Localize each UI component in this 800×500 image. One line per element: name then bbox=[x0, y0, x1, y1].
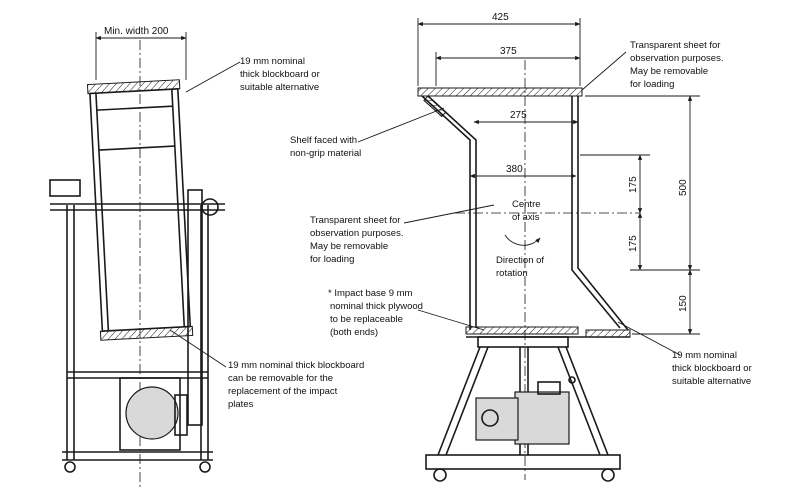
gear-motor bbox=[514, 391, 570, 445]
stand-leg-left bbox=[437, 346, 481, 456]
impact-base bbox=[465, 326, 579, 335]
dim-375: 375 bbox=[500, 46, 517, 57]
shelf bbox=[423, 95, 447, 118]
motor bbox=[125, 386, 179, 440]
transparent-top-note: Transparent sheet for observation purpos… bbox=[630, 40, 726, 90]
bottom-blockboard-note: 19 mm nominal thick blockboard can be re… bbox=[228, 360, 367, 410]
bearing-block bbox=[49, 179, 81, 197]
top-board bbox=[417, 87, 583, 97]
wheel bbox=[64, 461, 76, 473]
top-blockboard-note: 19 mm nominal thick blockboard or suitab… bbox=[240, 56, 322, 93]
bottom-right-board bbox=[585, 329, 631, 338]
bottom-right-blockboard-note: 19 mm nominal thick blockboard or suitab… bbox=[672, 350, 754, 387]
left-side-view: Min. width 200 19 mm nominal thick block… bbox=[49, 26, 367, 490]
bottom-blockboard bbox=[99, 325, 194, 341]
dim-175-upper: 175 bbox=[628, 176, 639, 193]
dim-380: 380 bbox=[506, 164, 523, 175]
centre-of-axis-label: Centre of axis bbox=[512, 199, 543, 223]
wheel bbox=[433, 468, 447, 482]
dim-425: 425 bbox=[492, 12, 509, 23]
impact-base-note: * Impact base 9 mm nominal thick plywood… bbox=[328, 288, 426, 338]
right-front-view: 425 375 275 380 500 175 175 150 Transpar… bbox=[290, 12, 754, 482]
dim-500: 500 bbox=[678, 179, 689, 196]
transparent-left-note: Transparent sheet for observation purpos… bbox=[310, 215, 406, 265]
stand-leg-right bbox=[565, 346, 609, 456]
motor-housing bbox=[119, 377, 181, 451]
rotation-arrow bbox=[504, 234, 541, 246]
shelf-note: Shelf faced with non-grip material bbox=[290, 135, 361, 159]
belt-drive bbox=[187, 189, 203, 426]
drum-right-wall bbox=[577, 96, 629, 331]
dim-175-lower: 175 bbox=[628, 235, 639, 252]
stand-base bbox=[425, 454, 621, 470]
dim-275: 275 bbox=[510, 110, 527, 121]
stand-top bbox=[477, 336, 569, 348]
wheel bbox=[199, 461, 211, 473]
dim-150: 150 bbox=[678, 295, 689, 312]
min-width-label: Min. width 200 bbox=[104, 26, 169, 37]
direction-of-rotation-label: Direction of rotation bbox=[496, 255, 547, 279]
motor-flange bbox=[475, 397, 519, 441]
wheel bbox=[601, 468, 615, 482]
pulley bbox=[201, 198, 219, 216]
